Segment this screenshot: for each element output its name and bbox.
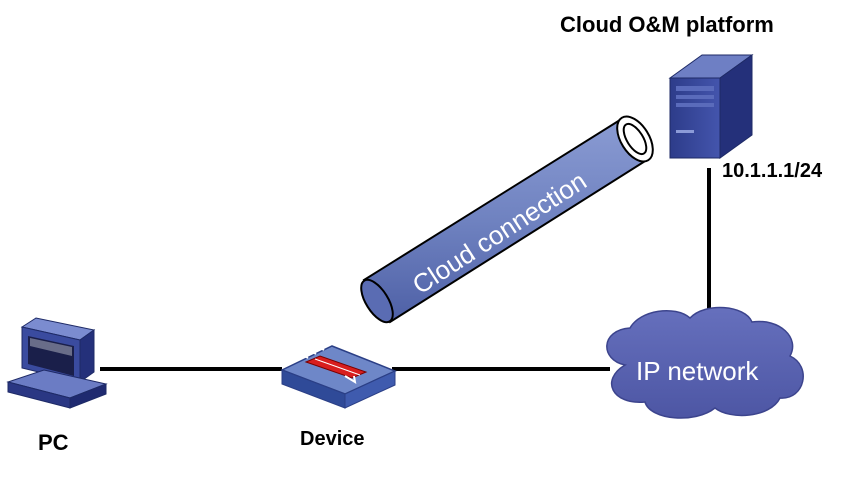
- pc-label: PC: [38, 430, 69, 455]
- server-icon: [668, 54, 754, 159]
- tunnel-label: Cloud connection: [407, 165, 592, 300]
- cloud-icon: [606, 306, 804, 419]
- platform-label: Cloud O&M platform: [560, 12, 774, 37]
- tunnel-tube-icon: [360, 115, 654, 324]
- network-label: IP network: [636, 356, 759, 386]
- platform-ip-label: 10.1.1.1/24: [722, 160, 823, 182]
- device-label: Device: [300, 428, 365, 450]
- firewall-icon: [280, 343, 397, 409]
- desktop-computer-icon: [6, 317, 108, 409]
